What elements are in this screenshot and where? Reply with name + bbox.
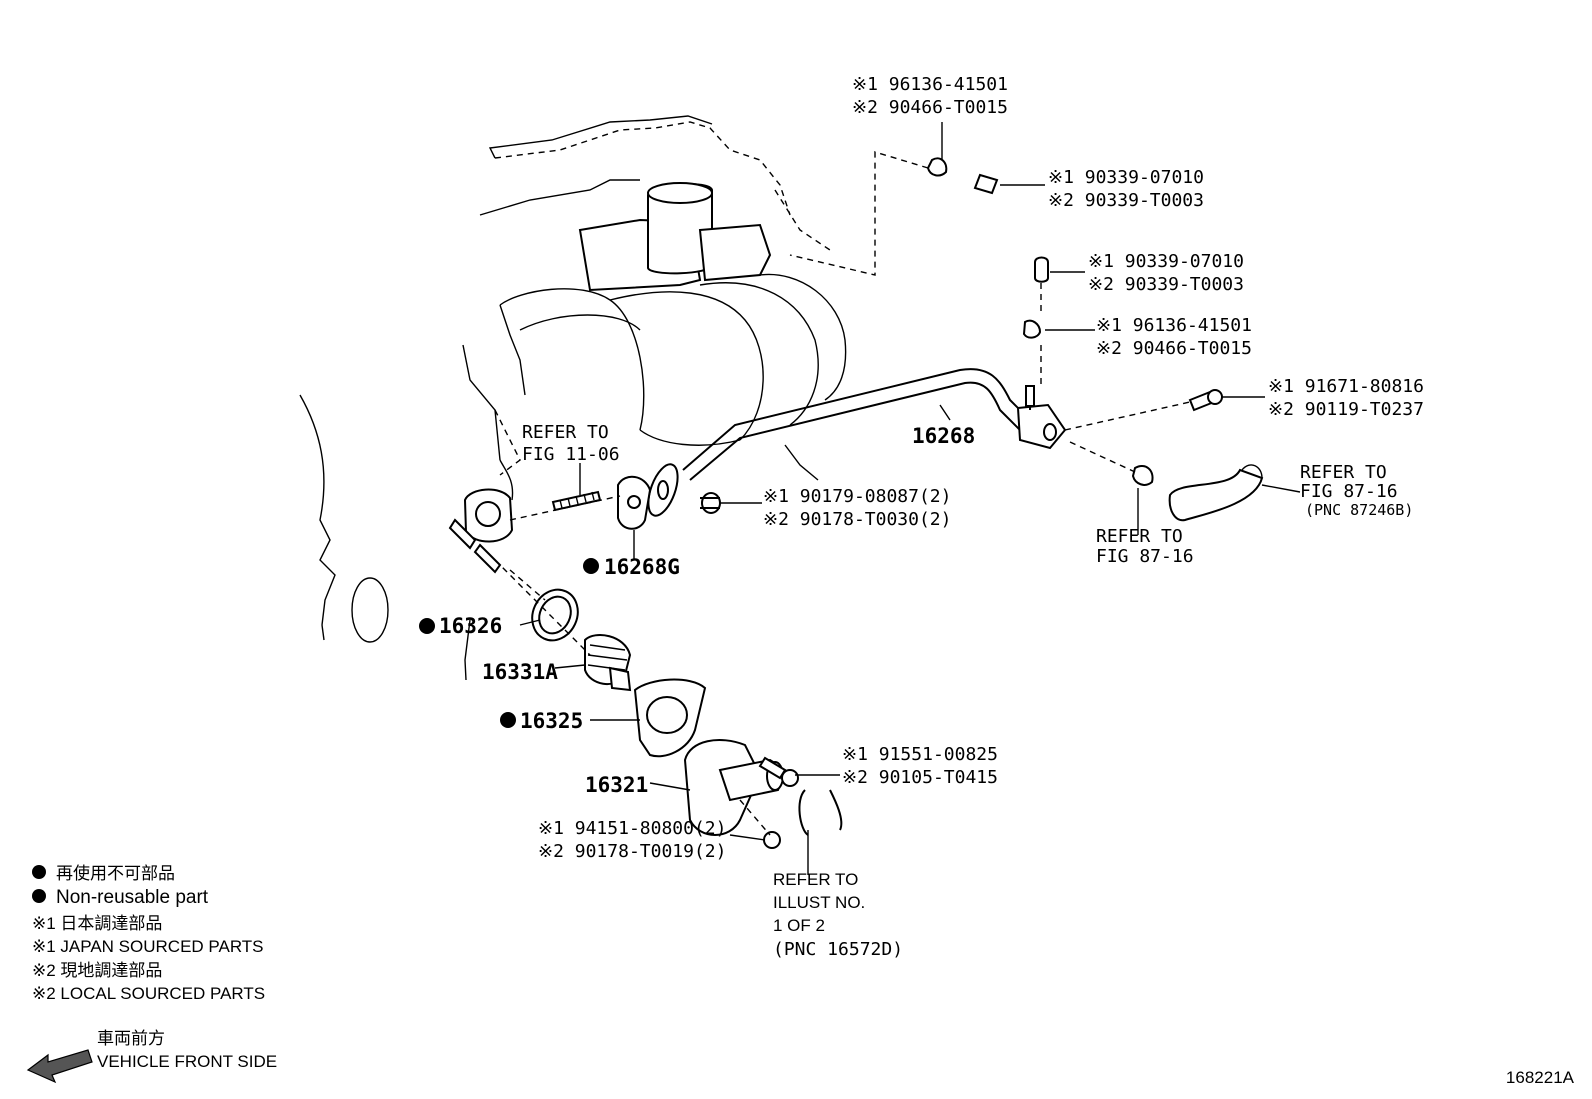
callout-c4-a: ※1 96136-41501 <box>1096 315 1252 336</box>
plug-top <box>973 173 999 195</box>
part-label-16268g: 16268G <box>604 555 680 579</box>
refer-3-line-1: REFER TO <box>1096 526 1183 547</box>
nut-94151 <box>763 831 781 849</box>
callout-c5-b: ※2 90119-T0237 <box>1268 399 1424 420</box>
clamp-refer <box>1131 464 1154 486</box>
refer-4-line-1: REFER TO <box>773 870 858 889</box>
legend-front-en: VEHICLE FRONT SIDE <box>97 1052 277 1071</box>
callout-c2-b: ※2 90339-T0003 <box>1048 190 1204 211</box>
legend: 再使用不可部品 Non-reusable part ※1 日本調達部品 ※1 J… <box>26 863 277 1084</box>
callout-c3-a: ※1 90339-07010 <box>1088 251 1244 272</box>
bolt-91551 <box>758 756 799 787</box>
refer-illust-1-of-2: REFER TO ILLUST NO. 1 OF 2 (PNC 16572D) <box>773 870 903 960</box>
callout-c2: ※1 90339-07010 ※2 90339-T0003 <box>1048 167 1204 211</box>
callout-c8-a: ※1 94151-80800(2) <box>538 818 726 839</box>
callout-c6: ※1 90179-08087(2) ※2 90178-T0030(2) <box>763 486 951 530</box>
part-label-16326: 16326 <box>439 614 502 638</box>
callout-c5-a: ※1 91671-80816 <box>1268 376 1424 397</box>
callout-c6-a: ※1 90179-08087(2) <box>763 486 951 507</box>
refer-1-line-1: REFER TO <box>522 422 609 443</box>
gasket-16325 <box>633 678 707 758</box>
refer-3-line-2: FIG 87-16 <box>1096 546 1194 567</box>
callout-c4: ※1 96136-41501 ※2 90466-T0015 <box>1096 315 1252 359</box>
callout-c3: ※1 90339-07010 ※2 90339-T0003 <box>1088 251 1244 295</box>
non-reusable-dot <box>500 712 516 728</box>
legend-front-jp: 車両前方 <box>97 1029 165 1048</box>
callout-c7-a: ※1 91551-00825 <box>842 744 998 765</box>
stud-bolt <box>551 490 602 512</box>
legend-japan-en: ※1 JAPAN SOURCED PARTS <box>32 937 264 956</box>
inlet-port-on-engine <box>448 488 514 574</box>
callout-c5: ※1 91671-80816 ※2 90119-T0237 <box>1268 376 1424 420</box>
callout-c1-a: ※1 96136-41501 <box>852 74 1008 95</box>
non-reusable-dot <box>583 558 599 574</box>
refer-2-line-1: REFER TO <box>1300 462 1387 483</box>
engine-block-outline <box>299 115 847 681</box>
clamp-top <box>926 157 948 177</box>
callout-c7: ※1 91551-00825 ※2 90105-T0415 <box>842 744 998 788</box>
callout-c7-b: ※2 90105-T0415 <box>842 767 998 788</box>
refer-4-line-4: (PNC 16572D) <box>773 939 903 960</box>
callout-c2-a: ※1 90339-07010 <box>1048 167 1204 188</box>
refer-4-line-2: ILLUST NO. <box>773 893 865 912</box>
legend-dot <box>32 889 46 903</box>
part-label-16321: 16321 <box>585 773 648 797</box>
callout-c4-b: ※2 90466-T0015 <box>1096 338 1252 359</box>
thermostat-16331a <box>584 634 632 692</box>
dashed-guide-lines <box>494 151 1191 836</box>
part-label-16268: 16268 <box>912 424 975 448</box>
refer-1-line-2: FIG 11-06 <box>522 444 620 465</box>
callout-c8-b: ※2 90178-T0019(2) <box>538 841 726 862</box>
o-ring-16326 <box>531 588 579 642</box>
hose-refer <box>1168 464 1264 522</box>
refer-fig-11-06: REFER TO FIG 11-06 <box>522 422 620 465</box>
refer-fig-87-16-clamp: REFER TO FIG 87-16 <box>1096 526 1194 567</box>
callout-c3-b: ※2 90339-T0003 <box>1088 274 1244 295</box>
callout-c6-b: ※2 90178-T0030(2) <box>763 509 951 530</box>
legend-dot <box>32 865 46 879</box>
leader-lines <box>519 122 1301 875</box>
part-label-16325: 16325 <box>520 709 583 733</box>
gasket-16268g <box>617 475 652 530</box>
vehicle-front-arrow-icon <box>26 1049 93 1084</box>
bolt-90179 <box>700 492 721 514</box>
plug-right <box>1034 256 1049 283</box>
refer-4-line-3: 1 OF 2 <box>773 916 825 935</box>
bolt-91671 <box>1188 389 1223 412</box>
legend-local-jp: ※2 現地調達部品 <box>32 961 162 980</box>
callout-c1-b: ※2 90466-T0015 <box>852 97 1008 118</box>
callout-c8: ※1 94151-80800(2) ※2 90178-T0019(2) <box>538 818 726 862</box>
refer-fig-87-16-hose: REFER TO FIG 87-16 (PNC 87246B) <box>1300 462 1413 519</box>
refer-2-line-2: FIG 87-16 <box>1300 481 1398 502</box>
non-reusable-dot <box>419 618 435 634</box>
diagram-id: 168221A <box>1506 1068 1575 1087</box>
legend-local-en: ※2 LOCAL SOURCED PARTS <box>32 984 265 1003</box>
water-bypass-pipe <box>647 319 1067 517</box>
part-label-16331a: 16331A <box>482 660 558 684</box>
refer-2-line-3: (PNC 87246B) <box>1305 501 1413 519</box>
legend-japan-jp: ※1 日本調達部品 <box>32 914 162 933</box>
legend-nonreuse-en: Non-reusable part <box>56 887 209 908</box>
legend-nonreuse-jp: 再使用不可部品 <box>56 863 175 883</box>
callout-c1: ※1 96136-41501 ※2 90466-T0015 <box>852 74 1008 118</box>
